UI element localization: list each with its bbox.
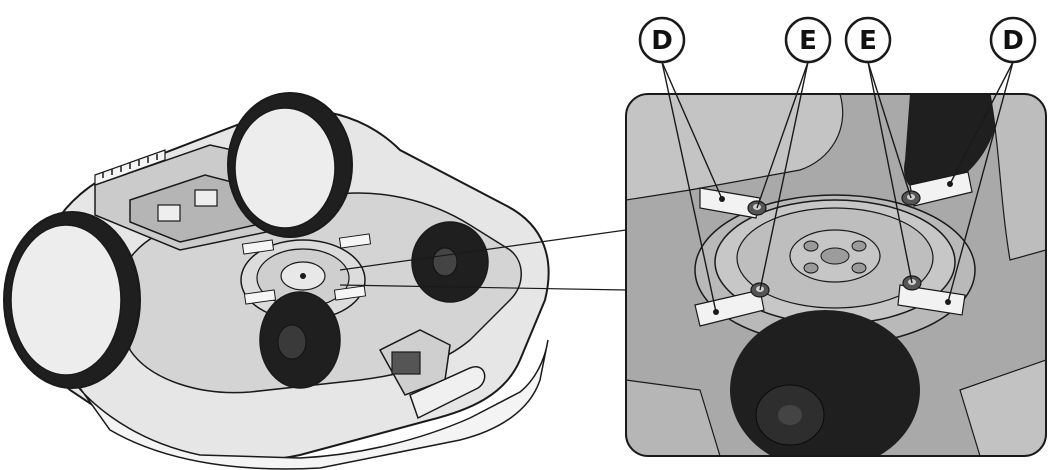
wheel-icon (3, 211, 141, 389)
blade-top-left (699, 187, 761, 219)
blades (694, 171, 973, 327)
svg-text:D: D (1002, 26, 1024, 56)
svg-text:E: E (859, 26, 877, 56)
housing-lower-left (626, 379, 721, 456)
mower-skirt (59, 339, 549, 470)
disc-center (820, 247, 850, 265)
blade-bottom-left (694, 289, 765, 327)
svg-text:D: D (651, 26, 673, 56)
wheel-icon (259, 291, 341, 389)
mower-overview (3, 92, 550, 470)
wheel-icon (411, 221, 489, 303)
housing-lower-right (959, 359, 1046, 456)
front-connector (391, 351, 421, 375)
wheel-icon (730, 310, 920, 456)
pin-marks (102, 154, 158, 178)
connector-block-1 (157, 204, 181, 222)
hub-bolts (803, 240, 867, 274)
cutting-disc-icon (240, 233, 372, 321)
blade-detail-view (626, 94, 1046, 456)
callout-d-left: D (638, 16, 686, 64)
zoom-leader-lines (339, 229, 627, 291)
connector-block-2 (194, 189, 218, 207)
housing-right (989, 94, 1046, 261)
front-handle (409, 366, 486, 420)
blade-bottom-right (897, 284, 966, 316)
detail-frame (625, 93, 1047, 457)
callout-d-right: D (989, 16, 1037, 64)
svg-text:E: E (799, 26, 817, 56)
callout-e-left: E (784, 16, 832, 64)
callout-leaders (661, 61, 1014, 313)
callout-e-right: E (844, 16, 892, 64)
housing-panel (626, 94, 844, 201)
wheel-icon (227, 92, 353, 238)
wheel-icon (904, 94, 1000, 193)
